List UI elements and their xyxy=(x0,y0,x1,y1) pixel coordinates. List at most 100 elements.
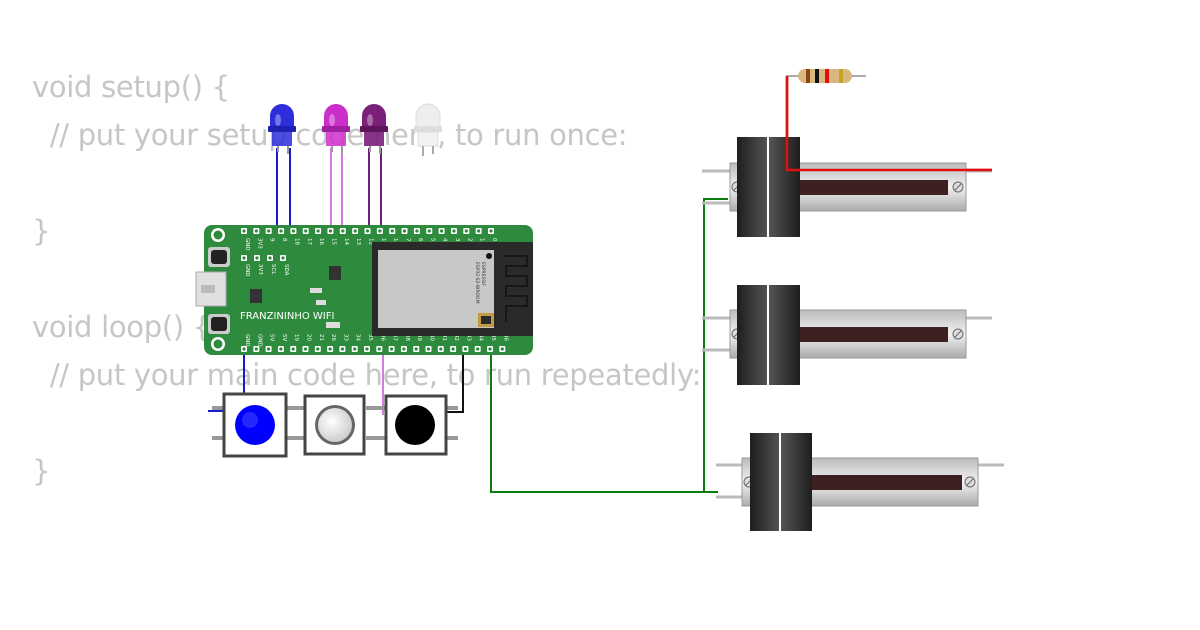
module-model: ESP32-S2-WROOM xyxy=(474,262,480,304)
pin-label: 19 xyxy=(293,334,299,341)
pin-label: 14 xyxy=(343,238,349,245)
pin-hole-center xyxy=(476,347,480,351)
pushbutton-black[interactable] xyxy=(375,394,458,456)
pin-label: 40 xyxy=(429,334,435,341)
wire-red[interactable] xyxy=(785,76,992,172)
pin-hole-center xyxy=(268,256,272,260)
pin-label: GND xyxy=(244,334,250,347)
pin-hole-center xyxy=(440,229,444,233)
pin-label: 1 xyxy=(479,238,485,242)
pin-label: 35 xyxy=(367,334,373,341)
pin-hole-center xyxy=(316,347,320,351)
pin-hole-center xyxy=(463,347,467,351)
pin-hole-center xyxy=(291,229,295,233)
pin-hole-center xyxy=(365,347,369,351)
pin-label: GND xyxy=(256,334,262,347)
pin-label: SCL xyxy=(270,264,276,275)
slide-potentiometer-1[interactable] xyxy=(702,137,992,237)
esp32-module: ESPRESSIF ESP32-S2-WROOM xyxy=(372,242,533,336)
pushbutton-white[interactable] xyxy=(294,394,376,456)
pin-hole-center xyxy=(254,347,258,351)
pin-label: 41 xyxy=(441,334,447,341)
pin-label: 15 xyxy=(330,238,336,245)
pin-hole-center xyxy=(267,229,271,233)
pin-hole-center xyxy=(281,256,285,260)
pin-label: 10 xyxy=(392,238,398,245)
pin-hole-center xyxy=(489,229,493,233)
pin-label: 3V3 xyxy=(257,264,263,275)
pin-label: 11 xyxy=(380,238,386,245)
pin-label: 5V xyxy=(281,334,287,341)
pin-hole-center xyxy=(426,347,431,351)
led-blue[interactable] xyxy=(268,104,296,154)
pin-label: 8 xyxy=(281,238,287,242)
pin-label: 7 xyxy=(405,238,411,242)
pin-label: 46 xyxy=(502,334,508,341)
pin-hole-center xyxy=(451,347,455,351)
pin-label: 38 xyxy=(404,334,410,341)
pin-hole-center xyxy=(353,229,357,233)
pin-label: 21 xyxy=(318,334,324,341)
board-ic xyxy=(250,289,262,303)
pin-label: 20 xyxy=(306,334,312,341)
pin-label: 39 xyxy=(416,334,422,341)
pin-label: 4 xyxy=(442,238,448,242)
pin-hole-center xyxy=(242,229,246,233)
wire-blue[interactable] xyxy=(276,148,291,231)
resistor[interactable] xyxy=(786,69,866,83)
pin-hole-center xyxy=(377,347,381,351)
wire-green[interactable] xyxy=(703,198,728,492)
pin-hole-center xyxy=(427,229,431,233)
pin-hole-center xyxy=(439,347,443,351)
pin-label: 17 xyxy=(306,238,312,245)
pin-label: 3V3 xyxy=(256,238,262,249)
pin-label: 2 xyxy=(466,238,472,242)
pin-hole-center xyxy=(341,229,345,233)
led-purple[interactable] xyxy=(360,104,388,154)
pin-label: 9 xyxy=(269,238,275,242)
pushbutton-blue[interactable] xyxy=(212,392,294,458)
pin-hole-center xyxy=(500,347,504,351)
pin-label: 5 xyxy=(429,238,435,242)
pin-label: 45 xyxy=(490,334,496,341)
pin-label: 0 xyxy=(491,238,497,242)
board-ic xyxy=(329,266,341,280)
pin-hole-center xyxy=(242,347,246,351)
pin-label: 13 xyxy=(355,238,361,245)
pin-hole-center xyxy=(303,347,308,351)
pin-hole-center xyxy=(255,256,259,260)
pin-label: 43 xyxy=(465,334,471,341)
pin-hole-center xyxy=(402,229,407,233)
wire-green[interactable] xyxy=(490,346,718,493)
pin-hole-center xyxy=(291,347,295,351)
pin-label: 26 xyxy=(330,334,336,341)
pin-hole-center xyxy=(279,229,283,233)
led-magenta[interactable] xyxy=(322,104,350,154)
wire-red[interactable] xyxy=(785,76,992,172)
pin-label: 18 xyxy=(293,238,299,245)
slide-potentiometer-3[interactable] xyxy=(716,433,1004,531)
led-white[interactable] xyxy=(414,103,442,156)
pin-hole-center xyxy=(242,256,246,260)
slide-potentiometer-2[interactable] xyxy=(702,285,992,385)
pin-hole-center xyxy=(390,229,394,233)
mid-pin-header: GND 3V3 SCL SDA xyxy=(241,255,289,277)
pin-hole-center xyxy=(365,229,370,233)
pin-hole-center xyxy=(488,347,492,351)
pin-label: GND xyxy=(244,264,250,277)
pin-hole-center xyxy=(328,229,333,233)
pin-label: SDA xyxy=(283,264,289,276)
pin-label: 12 xyxy=(368,238,374,245)
pin-label: 33 xyxy=(342,334,348,341)
pin-hole-center xyxy=(340,347,344,351)
pin-label: 36 xyxy=(379,334,385,341)
pin-hole-center xyxy=(415,229,419,233)
pin-hole-center xyxy=(353,347,357,351)
pin-hole-center xyxy=(316,229,320,233)
pin-hole-center xyxy=(390,347,394,351)
pin-label: 34 xyxy=(355,334,361,341)
